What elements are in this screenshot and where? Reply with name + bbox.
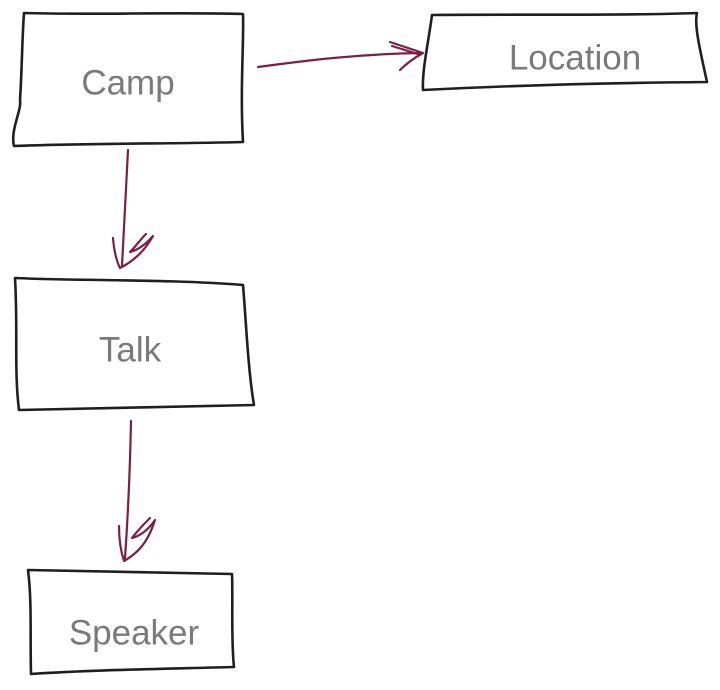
edge-camp-location-line [256, 51, 422, 69]
node-talk-box [13, 276, 256, 412]
edge-camp-location [256, 40, 425, 72]
edge-camp-talk-line [120, 148, 130, 268]
node-speaker[interactable]: Speaker [26, 568, 236, 676]
edge-camp-talk [111, 148, 155, 270]
edge-camp-location-head [388, 40, 425, 72]
edge-camp-talk-head [111, 232, 155, 270]
node-talk-label: Talk [99, 331, 162, 370]
node-talk[interactable]: Talk [13, 276, 256, 412]
node-speaker-box [26, 568, 236, 676]
node-speaker-label: Speaker [69, 614, 200, 653]
edge-talk-speaker-line [123, 419, 133, 560]
node-camp[interactable]: Camp [11, 11, 245, 148]
edge-talk-speaker [117, 419, 157, 563]
node-location-box [421, 11, 709, 92]
node-location[interactable]: Location [421, 11, 709, 92]
edge-talk-speaker-head [117, 516, 157, 563]
node-camp-box [11, 11, 245, 148]
node-camp-label: Camp [81, 64, 174, 103]
node-location-label: Location [509, 39, 641, 78]
